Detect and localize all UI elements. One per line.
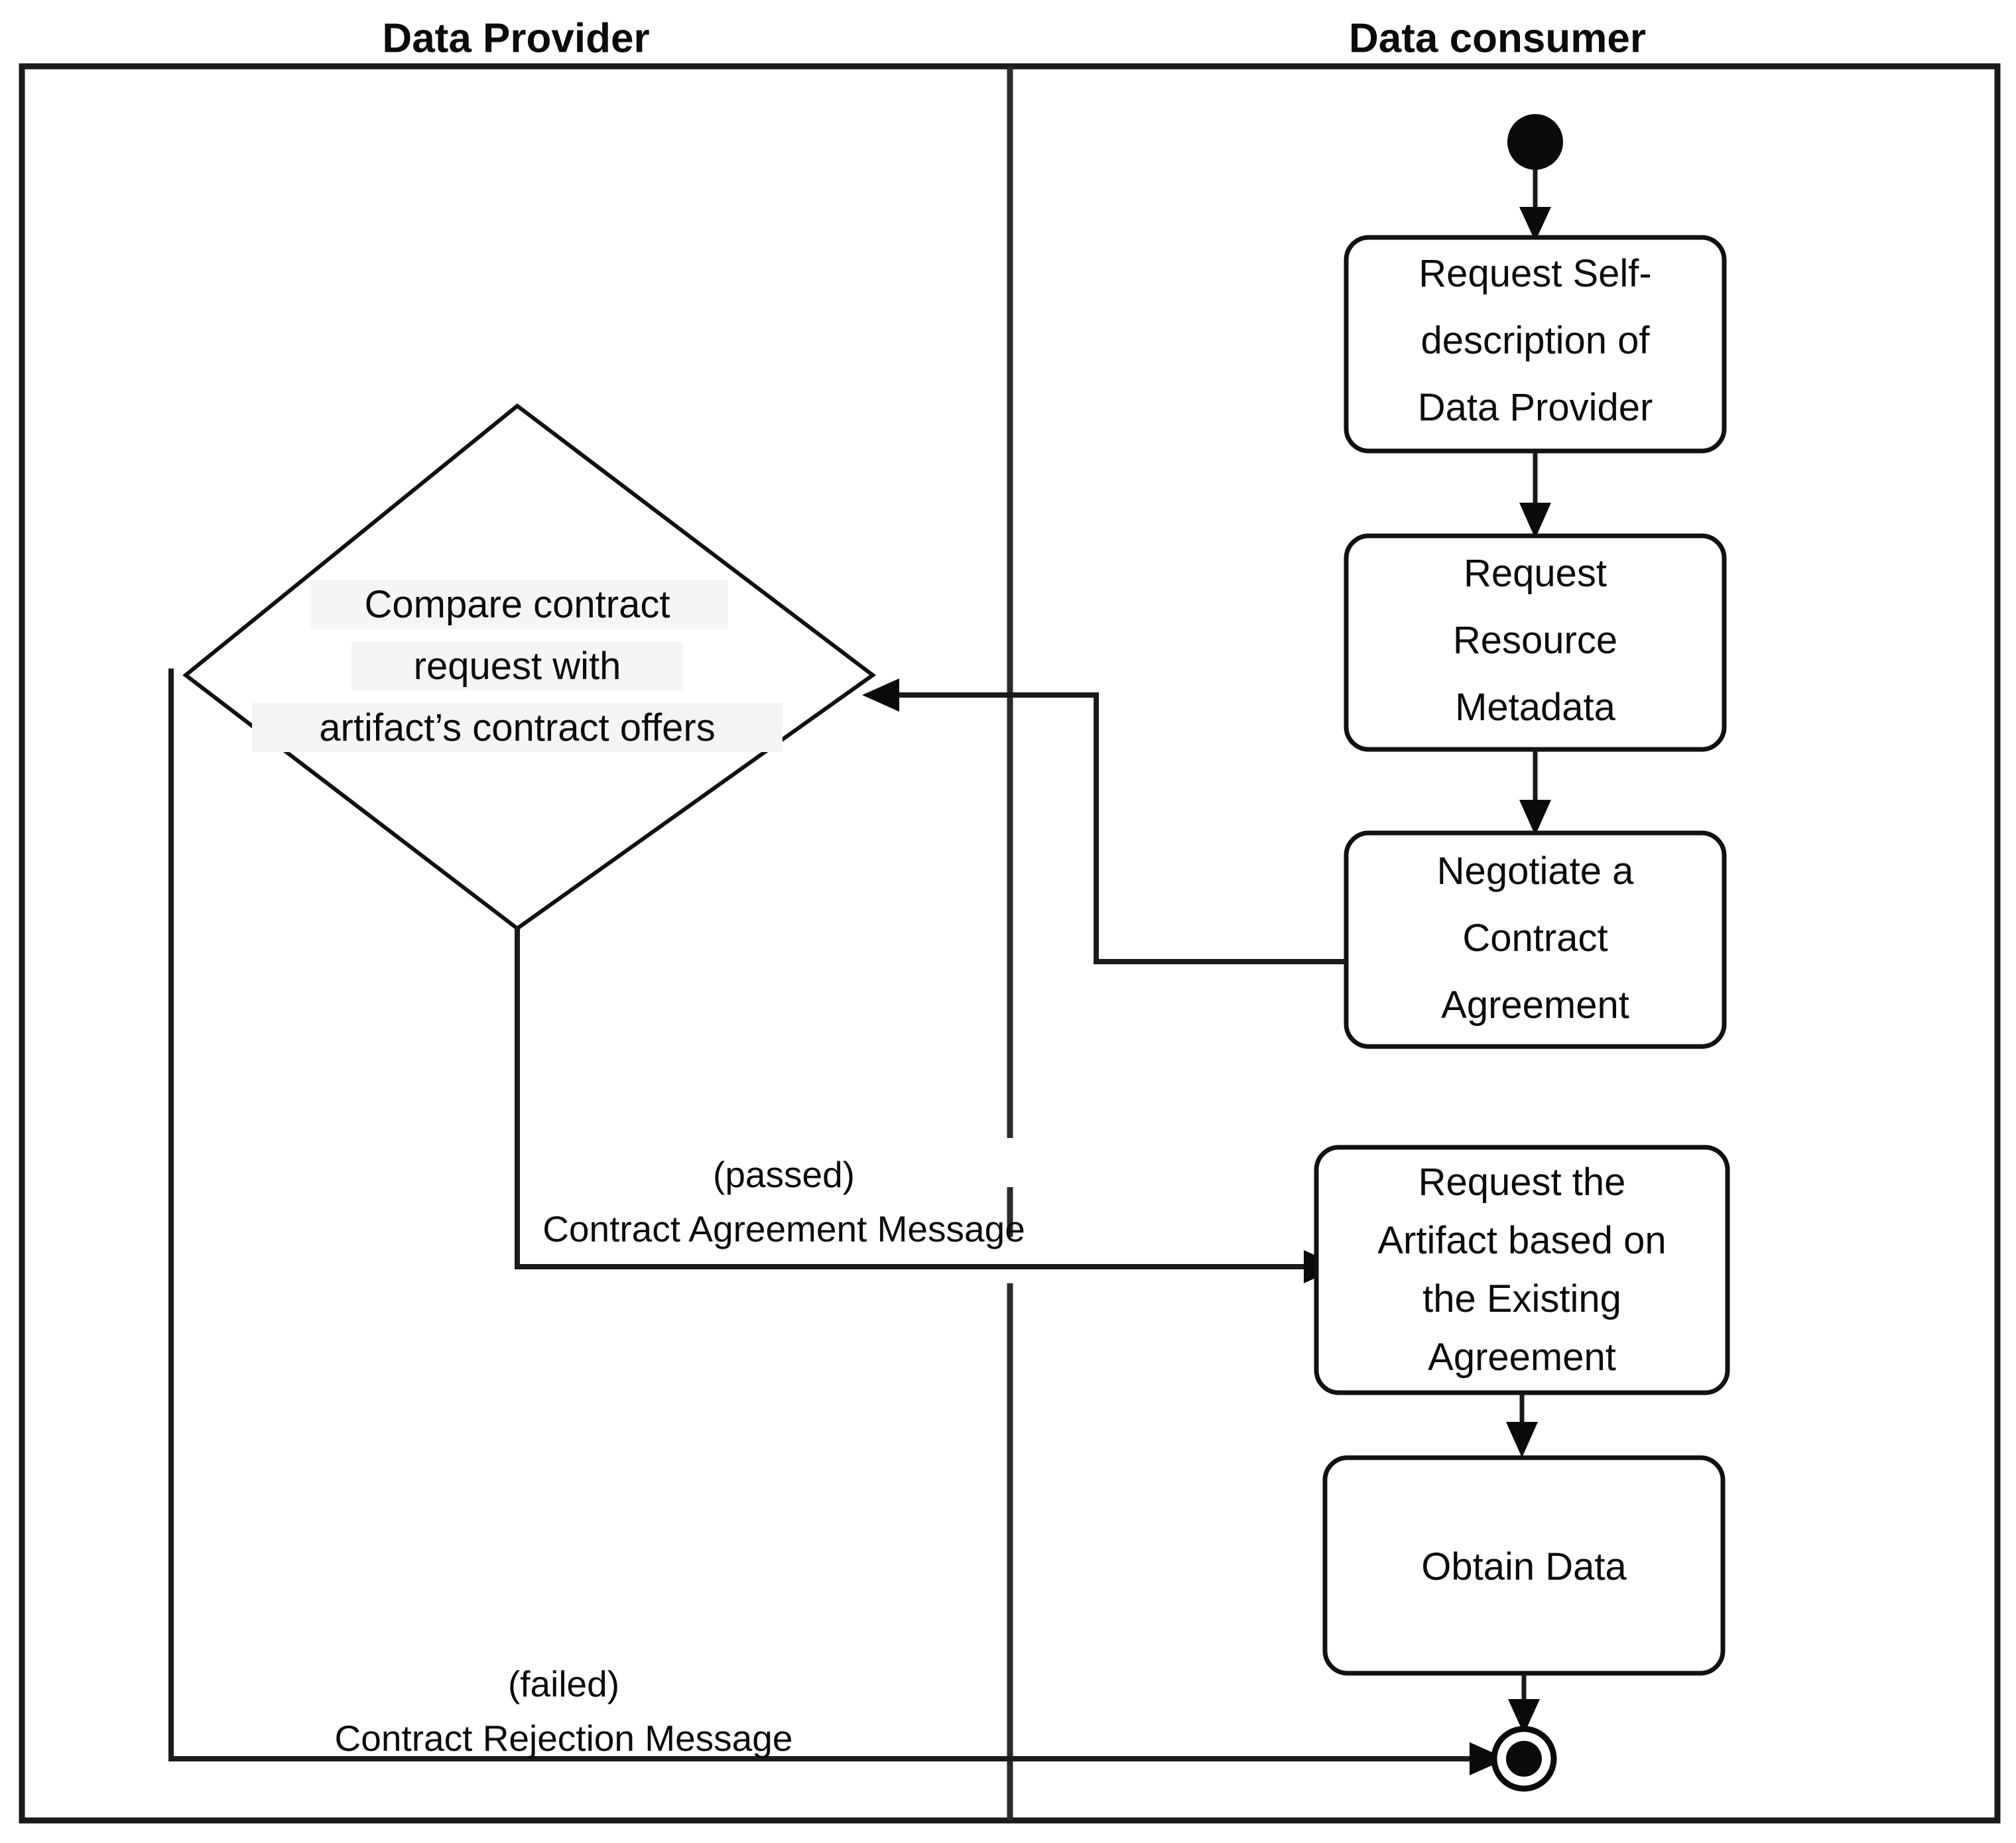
- arrowhead-compare-to-end-failed: [1470, 1742, 1507, 1775]
- edge-label-passed-condition: (passed): [713, 1154, 855, 1195]
- edge-label-passed-message: Contract Agreement Message: [542, 1208, 1025, 1249]
- action-label-request-self-description-line1: Request Self-: [1418, 252, 1651, 295]
- edge-negotiate-to-compare-contract: [889, 692, 1346, 964]
- decision-text-highlight-1: [310, 580, 728, 629]
- action-label-obtain-data: Obtain Data: [1421, 1545, 1627, 1588]
- decision-label-compare-contract-line2: request with: [414, 645, 621, 688]
- decision-label-compare-contract-line1: Compare contract: [365, 583, 670, 626]
- action-label-request-resource-metadata-line3: Metadata: [1455, 686, 1616, 729]
- decision-text-highlight-2: [351, 642, 683, 691]
- decision-label-compare-contract-line3: artifact’s contract offers: [319, 706, 715, 749]
- lane-title-data-provider: Data Provider: [382, 15, 649, 61]
- arrowhead-negotiate-to-compare-contract: [862, 678, 899, 712]
- arrowhead-request-artifact-to-obtain-data: [1506, 1422, 1538, 1458]
- final-node-dot: [1506, 1741, 1542, 1777]
- action-label-request-self-description-line3: Data Provider: [1418, 386, 1653, 429]
- action-node-negotiate-contract-agreement[interactable]: [1344, 830, 1727, 1049]
- arrowhead-resource-metadata-to-negotiate: [1519, 800, 1551, 836]
- edge-label-failed-message: Contract Rejection Message: [335, 1718, 793, 1759]
- action-label-negotiate-line3: Agreement: [1441, 984, 1629, 1027]
- action-label-request-artifact-line3: the Existing: [1422, 1277, 1621, 1320]
- lane-title-data-consumer: Data consumer: [1349, 15, 1646, 61]
- edge-compare-to-end-failed: [168, 668, 1478, 1761]
- action-label-request-resource-metadata-line1: Request: [1464, 552, 1607, 595]
- arrowhead-obtain-data-to-end: [1508, 1699, 1540, 1734]
- edge-label-failed-condition: (failed): [508, 1663, 619, 1704]
- action-label-request-self-description-line2: description of: [1421, 319, 1651, 362]
- initial-node-start: [1507, 114, 1563, 170]
- arrowhead-self-description-to-resource-metadata: [1519, 503, 1551, 539]
- action-label-request-artifact-line2: Artifact based on: [1377, 1219, 1666, 1262]
- edge-compare-to-request-artifact-passed: [515, 928, 1313, 1269]
- action-label-negotiate-line2: Contract: [1462, 917, 1607, 960]
- action-label-request-artifact-line1: Request the: [1418, 1161, 1626, 1204]
- action-label-request-resource-metadata-line2: Resource: [1453, 619, 1617, 662]
- decision-text-highlight-3: [252, 703, 783, 752]
- action-label-negotiate-line1: Negotiate a: [1437, 850, 1634, 893]
- action-label-request-artifact-line4: Agreement: [1428, 1336, 1616, 1379]
- arrowhead-start-to-request-self-description: [1519, 207, 1551, 241]
